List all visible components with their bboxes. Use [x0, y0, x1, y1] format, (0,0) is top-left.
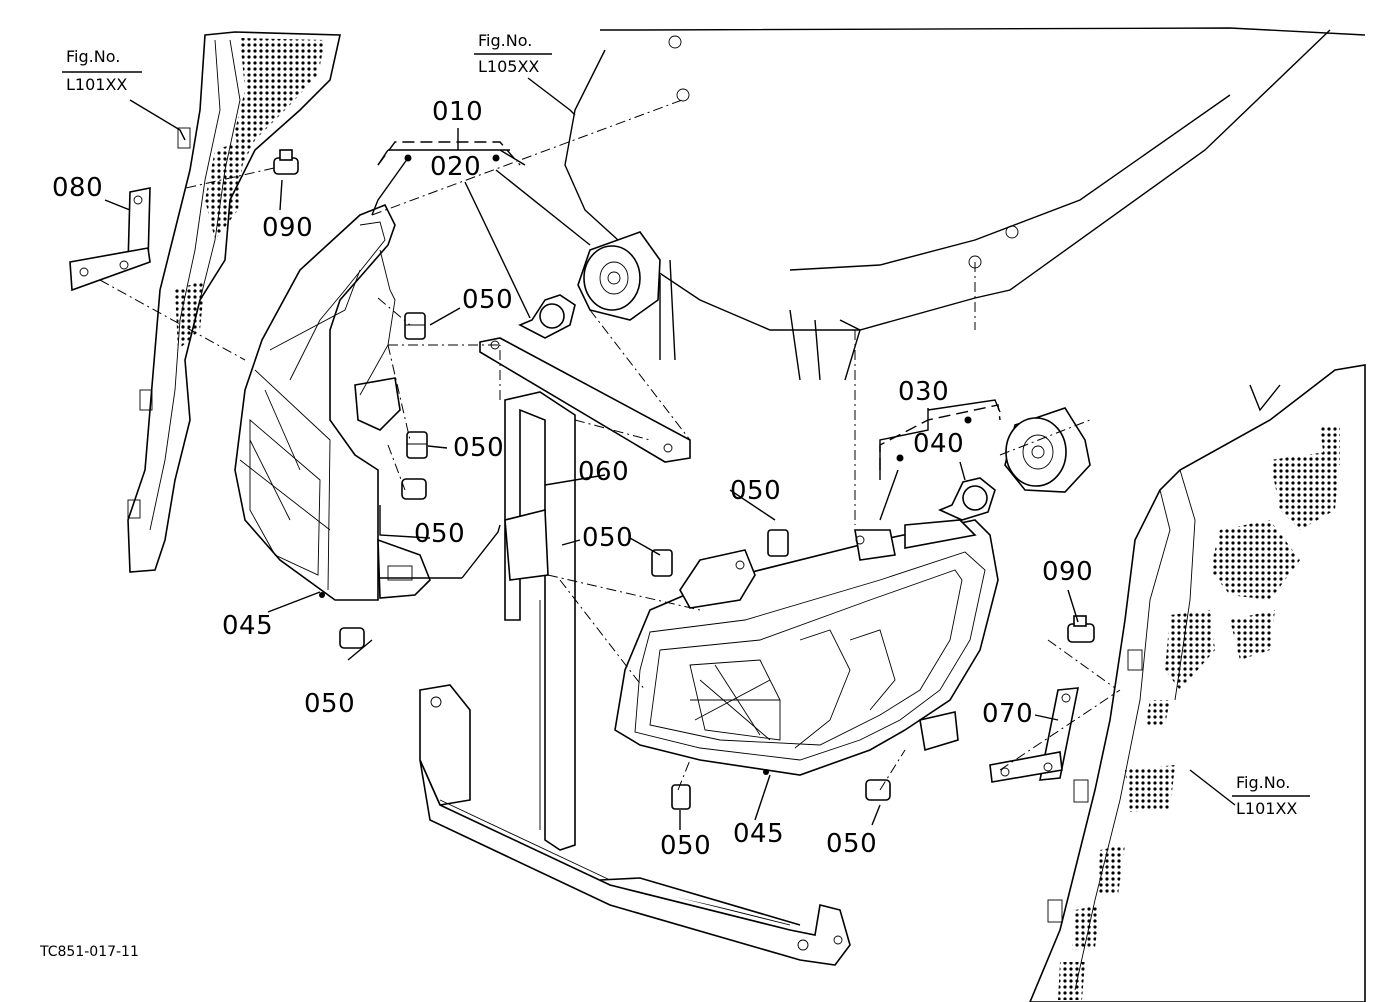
figure-ref-left: Fig.No. L101XX [62, 47, 142, 94]
figure-ref-left-line2: L101XX [66, 75, 127, 94]
lower-frame [419, 508, 851, 966]
figure-ref-top: Fig.No. L105XX [474, 31, 552, 76]
figure-ref-right: Fig.No. L101XX [1232, 773, 1310, 818]
figure-ref-left-line1: Fig.No. [66, 47, 120, 66]
left-bulb-020 [518, 294, 576, 339]
right-headlamp [614, 519, 999, 776]
part-label-040: 040 [913, 429, 964, 459]
part-label-050-a: 050 [462, 285, 513, 315]
part-label-045-left: 045 [222, 611, 273, 641]
figure-ref-right-line1: Fig.No. [1236, 773, 1290, 792]
part-label-090-left: 090 [262, 213, 313, 243]
bracket-070 [989, 687, 1079, 783]
part-label-050-e: 050 [730, 476, 781, 506]
part-label-050-g: 050 [660, 831, 711, 861]
part-label-020: 020 [430, 152, 481, 182]
group-bracket-010 [377, 141, 521, 166]
part-label-030: 030 [898, 377, 949, 407]
mounting-bracket-060 [479, 337, 691, 851]
part-labels: 010 020 030 040 045 045 050 050 050 050 … [52, 97, 1093, 861]
leader-lines [104, 77, 1236, 830]
part-label-070: 070 [982, 699, 1033, 729]
figure-ref-top-line1: Fig.No. [478, 31, 532, 50]
part-label-080: 080 [52, 173, 103, 203]
part-label-050-d: 050 [582, 523, 633, 553]
fastener-050-f [767, 529, 789, 557]
part-label-010: 010 [432, 97, 483, 127]
part-label-060: 060 [578, 457, 629, 487]
screw-090-right [1047, 615, 1116, 689]
fastener-050-b [406, 431, 428, 459]
part-label-090-right: 090 [1042, 557, 1093, 587]
part-label-045-right: 045 [733, 819, 784, 849]
left-socket-cap [577, 231, 661, 321]
alignment-lines [99, 99, 1121, 791]
figure-ref-right-line2: L101XX [1236, 799, 1297, 818]
screw-090-left [185, 149, 299, 189]
fastener-050-e [651, 549, 673, 577]
right-bulb-040 [937, 477, 996, 521]
drawing-code: TC851-017-11 [39, 944, 139, 960]
part-label-050-h: 050 [826, 829, 877, 859]
part-label-050-c: 050 [414, 519, 465, 549]
fastener-050-a [404, 312, 426, 340]
right-side-panel [1029, 364, 1366, 1002]
fastener-050-c [401, 478, 427, 500]
group-bracket-030 [319, 404, 1001, 775]
fastener-050-d [339, 627, 365, 649]
figure-ref-top-line2: L105XX [478, 57, 539, 76]
hood-outline [564, 27, 1366, 381]
bracket-080 [69, 187, 151, 292]
right-socket-cap [1004, 407, 1091, 493]
left-headlamp [234, 203, 431, 601]
left-side-panel [127, 31, 341, 573]
part-label-050-b: 050 [453, 433, 504, 463]
fastener-050-g [671, 784, 691, 810]
fastener-050-h [865, 779, 891, 801]
part-label-050-f: 050 [304, 689, 355, 719]
